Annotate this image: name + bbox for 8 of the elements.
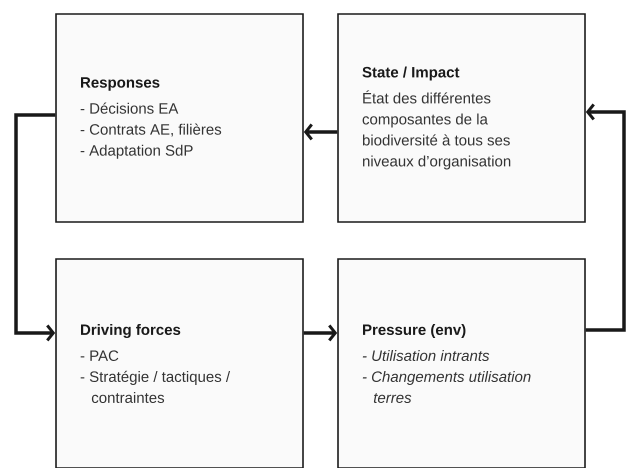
- process-box: Responses - Décisions EA - Contrats AE, filières - Adaptation SdP: [55, 13, 304, 223]
- arrow: [304, 124, 338, 140]
- arrow: [304, 324, 338, 342]
- process-box: State / Impact État des différentes composantes de la biodiversité à tous ses niveaux d’organisation: [337, 13, 586, 223]
- process-box: Driving forces - PAC - Stratégie / tactiques / contraintes: [55, 258, 304, 468]
- arrow: [14, 113, 56, 342]
- arrow: [586, 104, 626, 332]
- process-box: Pressure (env) - Utilisation intrants - Changements utilisation terres: [337, 258, 586, 468]
